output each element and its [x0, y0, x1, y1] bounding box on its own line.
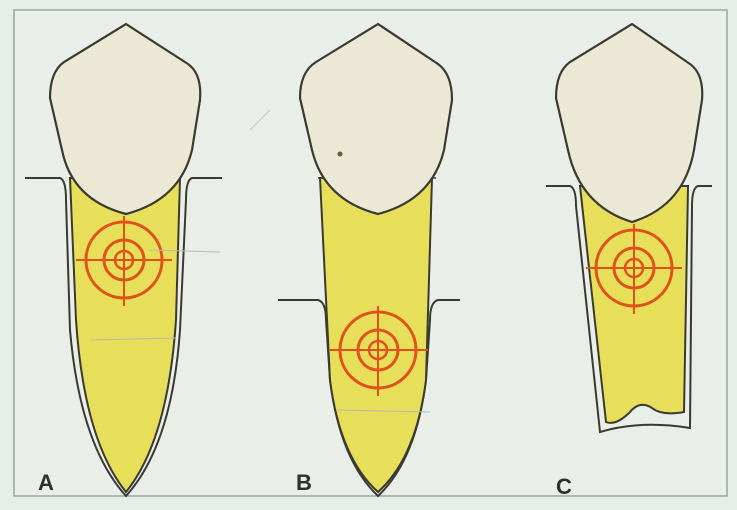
panel-label-c: C [556, 474, 572, 500]
panel-label-a: A [38, 470, 54, 496]
panel-label-b: B [296, 470, 312, 496]
